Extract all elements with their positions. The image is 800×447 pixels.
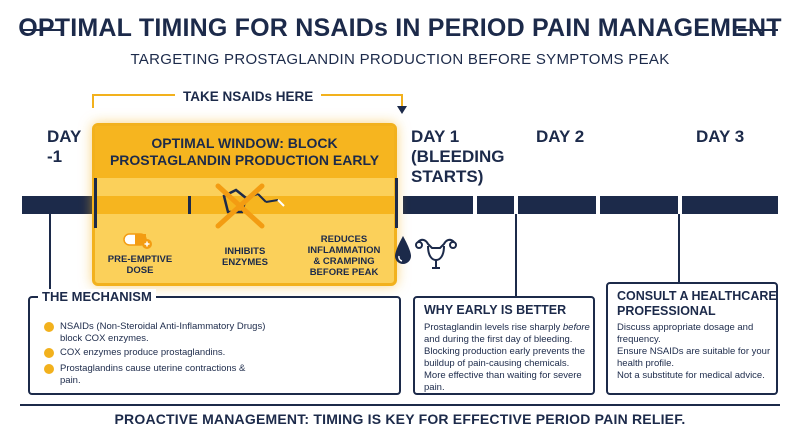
footer-rule: [20, 404, 780, 406]
timeline-segment: [403, 196, 473, 214]
why-early-p2: Blocking production early prevents the b…: [424, 346, 586, 369]
why-early-title: WHY EARLY IS BETTER: [424, 303, 567, 317]
consult-box: [606, 282, 778, 395]
page-title: OPTIMAL TIMING FOR NSAIDs IN PERIOD PAIN…: [18, 14, 782, 42]
mechanism-bullet: COX enzymes produce prostaglandins.: [60, 347, 226, 358]
why-early-p1: Prostaglandin levels rise sharply before…: [424, 322, 590, 345]
connector-line: [515, 214, 517, 296]
window-tick: [188, 196, 191, 214]
consult-title: CONSULT A HEALTHCARE PROFESSIONAL: [617, 289, 777, 318]
footer-text: PROACTIVE MANAGEMENT: TIMING IS KEY FOR …: [114, 411, 686, 427]
timeline-segment: [682, 196, 778, 214]
optimal-window-header: [95, 126, 394, 178]
enzyme-blocked-icon: [215, 183, 285, 229]
optimal-window-title: OPTIMAL WINDOW: BLOCK PROSTAGLANDIN PROD…: [109, 135, 380, 168]
arrow-down-icon: [397, 106, 407, 114]
mechanism-bullet: Prostaglandins cause uterine contraction…: [60, 363, 246, 386]
consult-p1: Discuss appropriate dosage and frequency…: [617, 322, 754, 345]
mechanism-title: THE MECHANISM: [38, 289, 156, 304]
day2-label: DAY 2: [536, 127, 585, 146]
take-bracket-right: [401, 94, 403, 108]
pre-emptive-dose-label: PRE-EMPTIVE DOSE: [107, 254, 173, 276]
inhibits-enzymes-label: INHIBITS ENZYMES: [222, 246, 268, 268]
check-icon: [44, 348, 54, 358]
timeline-segment: [600, 196, 678, 214]
page-subtitle: TARGETING PROSTAGLANDIN PRODUCTION BEFOR…: [130, 51, 670, 68]
connector-line: [49, 214, 51, 296]
check-icon: [44, 364, 54, 374]
take-bracket-left: [92, 94, 94, 108]
timeline-segment: [477, 196, 514, 214]
reduces-inflammation-label: REDUCES INFLAMMATION & CRAMPING BEFORE P…: [307, 234, 381, 278]
blood-drop-icon: [395, 236, 411, 264]
day1-label: DAY 1 (BLEEDING STARTS): [411, 127, 505, 186]
capsule-icon: [123, 233, 152, 249]
timeline-segment: [518, 196, 596, 214]
day-minus1-label: DAY -1: [47, 127, 82, 166]
why-early-p3: More effective than waiting for severe p…: [424, 370, 582, 393]
title-rule-left: [22, 29, 62, 31]
mechanism-bullet: NSAIDs (Non-Steroidal Anti-Inflammatory …: [60, 321, 266, 344]
window-tick: [94, 178, 97, 228]
consult-p3: Not a substitute for medical advice.: [617, 370, 765, 381]
timeline-segment: [22, 196, 92, 214]
uterus-icon: [415, 238, 457, 269]
window-tick: [395, 178, 398, 228]
mechanism-box: [28, 296, 401, 395]
why-early-box: [413, 296, 595, 395]
title-rule-right: [738, 29, 778, 31]
day3-label: DAY 3: [696, 127, 745, 146]
connector-line: [678, 214, 680, 282]
check-icon: [44, 322, 54, 332]
consult-p2: Ensure NSAIDs are suitable for your heal…: [617, 346, 771, 369]
take-nsaids-label: TAKE NSAIDs HERE: [175, 89, 322, 104]
